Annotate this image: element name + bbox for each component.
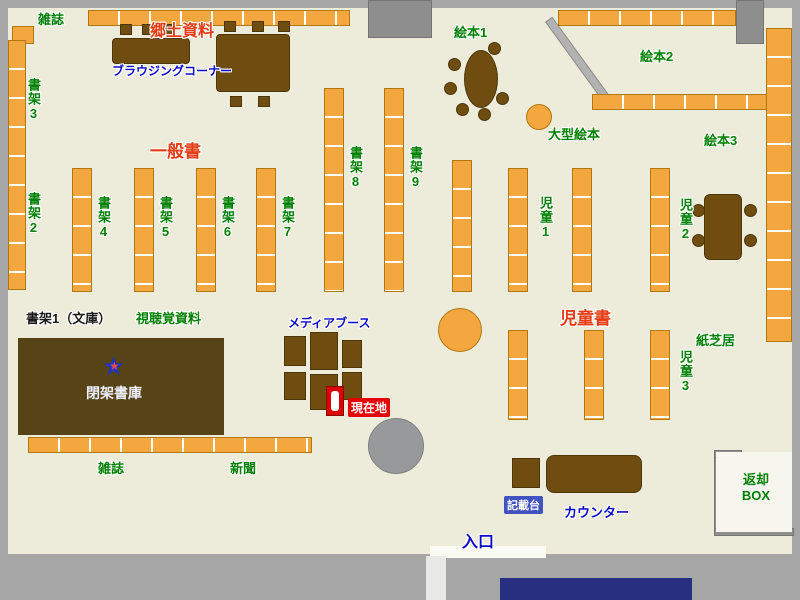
wall bbox=[736, 0, 764, 44]
chair bbox=[252, 21, 264, 32]
chair bbox=[224, 21, 236, 32]
label-shelf-6: 書架6 bbox=[220, 196, 235, 240]
bookshelf bbox=[28, 437, 312, 453]
bookshelf bbox=[256, 168, 276, 292]
stool bbox=[478, 108, 491, 121]
bookshelf bbox=[324, 88, 344, 292]
label-browsing-corner: ブラウジングコーナー bbox=[112, 64, 233, 78]
entrance-opening bbox=[430, 546, 546, 558]
stool bbox=[456, 103, 469, 116]
label-children-3: 児童3 bbox=[678, 350, 693, 394]
label-writing-stand: 記載台 bbox=[504, 496, 543, 514]
large-picture-book-table bbox=[526, 104, 552, 130]
label-return-box-line1: 返却 bbox=[742, 472, 769, 487]
chair bbox=[230, 96, 242, 107]
star-outer-icon: ★ bbox=[102, 351, 126, 381]
label-shelf-7: 書架7 bbox=[280, 196, 295, 240]
bookshelf bbox=[650, 168, 670, 292]
label-shelf-4: 書架4 bbox=[96, 196, 111, 240]
current-location-booth bbox=[326, 386, 344, 416]
bookshelf bbox=[766, 28, 792, 342]
label-closed-stacks: 閉架書庫 bbox=[86, 385, 142, 401]
label-counter: カウンター bbox=[564, 505, 630, 520]
label-shelf-8: 書架8 bbox=[348, 146, 363, 190]
bookshelf bbox=[650, 330, 670, 420]
stool bbox=[444, 82, 457, 95]
stool bbox=[744, 234, 757, 247]
label-shelf-5: 書架5 bbox=[158, 196, 173, 240]
round-table bbox=[438, 308, 482, 352]
label-shelf-1-bunko: 書架1（文庫） bbox=[26, 311, 112, 326]
entrance-door-strip bbox=[426, 556, 446, 600]
counter-desk bbox=[546, 455, 642, 493]
label-magazines-top: 雑誌 bbox=[38, 12, 65, 27]
chair bbox=[142, 24, 154, 35]
stool bbox=[496, 92, 509, 105]
star-icon: ★ ★ bbox=[102, 352, 132, 382]
stool bbox=[744, 204, 757, 217]
media-booth-seat bbox=[310, 332, 338, 370]
browsing-table bbox=[112, 38, 190, 64]
label-local-materials: 郷土資料 bbox=[150, 23, 215, 40]
closed-stacks-area bbox=[18, 338, 224, 435]
label-children-2: 児童2 bbox=[678, 198, 693, 242]
bookshelf bbox=[572, 168, 592, 292]
media-booth-seat bbox=[342, 340, 362, 368]
label-return-box-line2: BOX bbox=[741, 488, 771, 503]
chair bbox=[258, 96, 270, 107]
label-entrance: 入口 bbox=[462, 534, 495, 551]
bookshelf bbox=[558, 10, 736, 26]
label-shelf-2: 書架2 bbox=[26, 192, 41, 236]
bookshelf bbox=[584, 330, 604, 420]
label-children-1: 児童1 bbox=[538, 196, 553, 240]
footer-bar bbox=[500, 578, 692, 600]
label-newspapers: 新聞 bbox=[230, 461, 257, 476]
label-magazines-bottom: 雑誌 bbox=[98, 461, 125, 476]
media-booth-seat bbox=[284, 372, 306, 400]
chair bbox=[278, 21, 290, 32]
star-inner-icon: ★ bbox=[109, 359, 120, 373]
bookshelf bbox=[452, 160, 472, 292]
media-booth-seat bbox=[342, 372, 362, 400]
bookshelf bbox=[196, 168, 216, 292]
children-table bbox=[704, 194, 742, 260]
chair bbox=[120, 24, 132, 35]
label-children-books: 児童書 bbox=[560, 309, 611, 328]
label-picture-books-1: 絵本1 bbox=[454, 25, 488, 40]
label-kamishibai: 紙芝居 bbox=[696, 333, 736, 348]
label-picture-books-2: 絵本2 bbox=[640, 49, 674, 64]
return-box-nook bbox=[716, 452, 792, 532]
label-media-booth: メディアブース bbox=[288, 316, 371, 330]
bookshelf bbox=[72, 168, 92, 292]
stool bbox=[448, 58, 461, 71]
bookshelf bbox=[508, 168, 528, 292]
stool bbox=[488, 42, 501, 55]
label-current-location: 現在地 bbox=[348, 398, 391, 417]
label-shelf-3: 書架3 bbox=[26, 78, 41, 122]
label-large-picture-books: 大型絵本 bbox=[548, 127, 601, 142]
media-booth-seat bbox=[284, 336, 306, 366]
stool bbox=[692, 204, 705, 217]
stool bbox=[692, 234, 705, 247]
label-return-box: 返却 BOX bbox=[728, 472, 784, 504]
story-table bbox=[464, 50, 498, 108]
bookshelf bbox=[384, 88, 404, 292]
label-audiovisual: 視聴覚資料 bbox=[136, 311, 202, 326]
label-general-books: 一般書 bbox=[150, 142, 201, 161]
pillar bbox=[368, 418, 424, 474]
bookshelf bbox=[134, 168, 154, 292]
bookshelf bbox=[592, 94, 792, 110]
bookshelf bbox=[508, 330, 528, 420]
label-shelf-9: 書架9 bbox=[408, 146, 423, 190]
chair bbox=[164, 24, 176, 35]
writing-stand-desk bbox=[512, 458, 540, 488]
browsing-table bbox=[216, 34, 290, 92]
current-location-booth-inner bbox=[331, 391, 339, 411]
label-picture-books-3: 絵本3 bbox=[704, 133, 738, 148]
bookshelf bbox=[8, 40, 26, 290]
wall bbox=[368, 0, 432, 38]
